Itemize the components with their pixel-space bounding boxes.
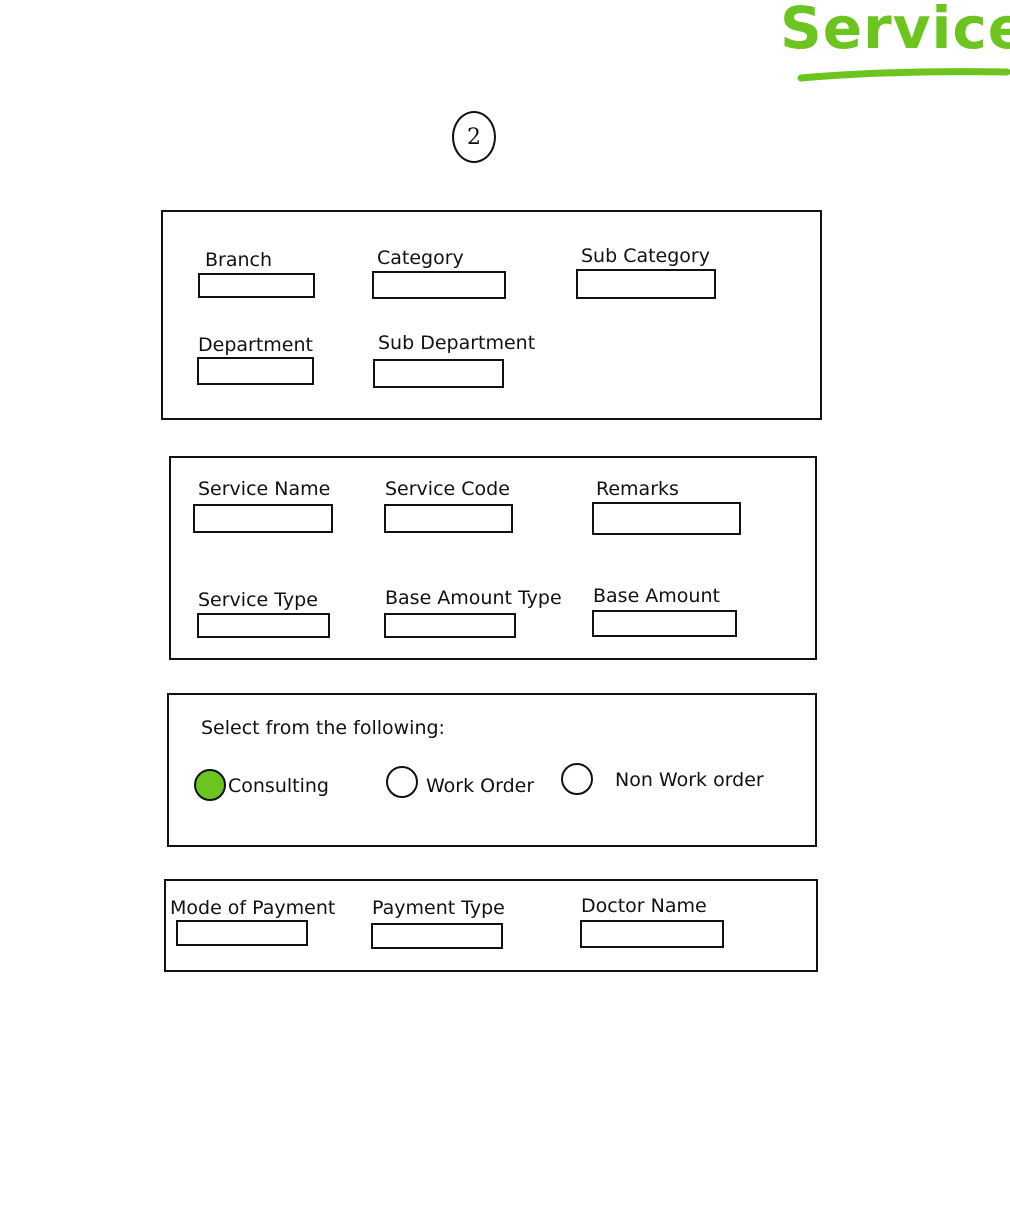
- doctor-name-field[interactable]: [580, 920, 724, 948]
- mode-of-payment-field[interactable]: [176, 920, 308, 946]
- service-code-field[interactable]: [384, 504, 513, 533]
- mode-of-payment-label: Mode of Payment: [170, 897, 336, 919]
- remarks-field[interactable]: [592, 502, 741, 535]
- doctor-name-label: Doctor Name: [581, 895, 707, 917]
- department-label: Department: [198, 334, 313, 356]
- step-number-badge: 2: [452, 111, 496, 163]
- category-field[interactable]: [372, 271, 506, 299]
- work-order-radio[interactable]: [386, 766, 418, 798]
- service-name-label: Service Name: [198, 478, 331, 500]
- branch-field[interactable]: [198, 273, 315, 298]
- service-type-field[interactable]: [197, 613, 330, 638]
- consulting-radio[interactable]: [194, 769, 226, 801]
- payment-type-label: Payment Type: [372, 897, 505, 919]
- work-order-option-label[interactable]: Work Order: [426, 775, 535, 797]
- base-amount-field[interactable]: [592, 610, 737, 637]
- non-work-order-option-label[interactable]: Non Work order: [615, 769, 764, 791]
- non-work-order-radio[interactable]: [561, 763, 593, 795]
- section-service-option: [167, 693, 817, 847]
- remarks-label: Remarks: [596, 478, 679, 500]
- section-payment: [164, 879, 818, 972]
- section-branch-category: [161, 210, 822, 420]
- title-underline: [797, 68, 1010, 82]
- handwritten-page-title: Service: [780, 0, 1010, 62]
- payment-type-field[interactable]: [371, 923, 503, 949]
- sub-category-field[interactable]: [576, 269, 716, 299]
- service-code-label: Service Code: [385, 478, 510, 500]
- select-prompt: Select from the following:: [201, 717, 445, 739]
- service-name-field[interactable]: [193, 504, 333, 533]
- base-amount-type-label: Base Amount Type: [385, 587, 562, 609]
- consulting-option-label[interactable]: Consulting: [228, 775, 329, 797]
- sub-category-label: Sub Category: [581, 245, 710, 267]
- sub-department-field[interactable]: [373, 359, 504, 388]
- branch-label: Branch: [205, 249, 273, 271]
- base-amount-label: Base Amount: [593, 585, 720, 607]
- section-service-details: [169, 456, 817, 660]
- sub-department-label: Sub Department: [378, 332, 536, 354]
- base-amount-type-field[interactable]: [384, 613, 516, 638]
- service-type-label: Service Type: [198, 589, 318, 611]
- category-label: Category: [377, 247, 464, 269]
- department-field[interactable]: [197, 357, 314, 385]
